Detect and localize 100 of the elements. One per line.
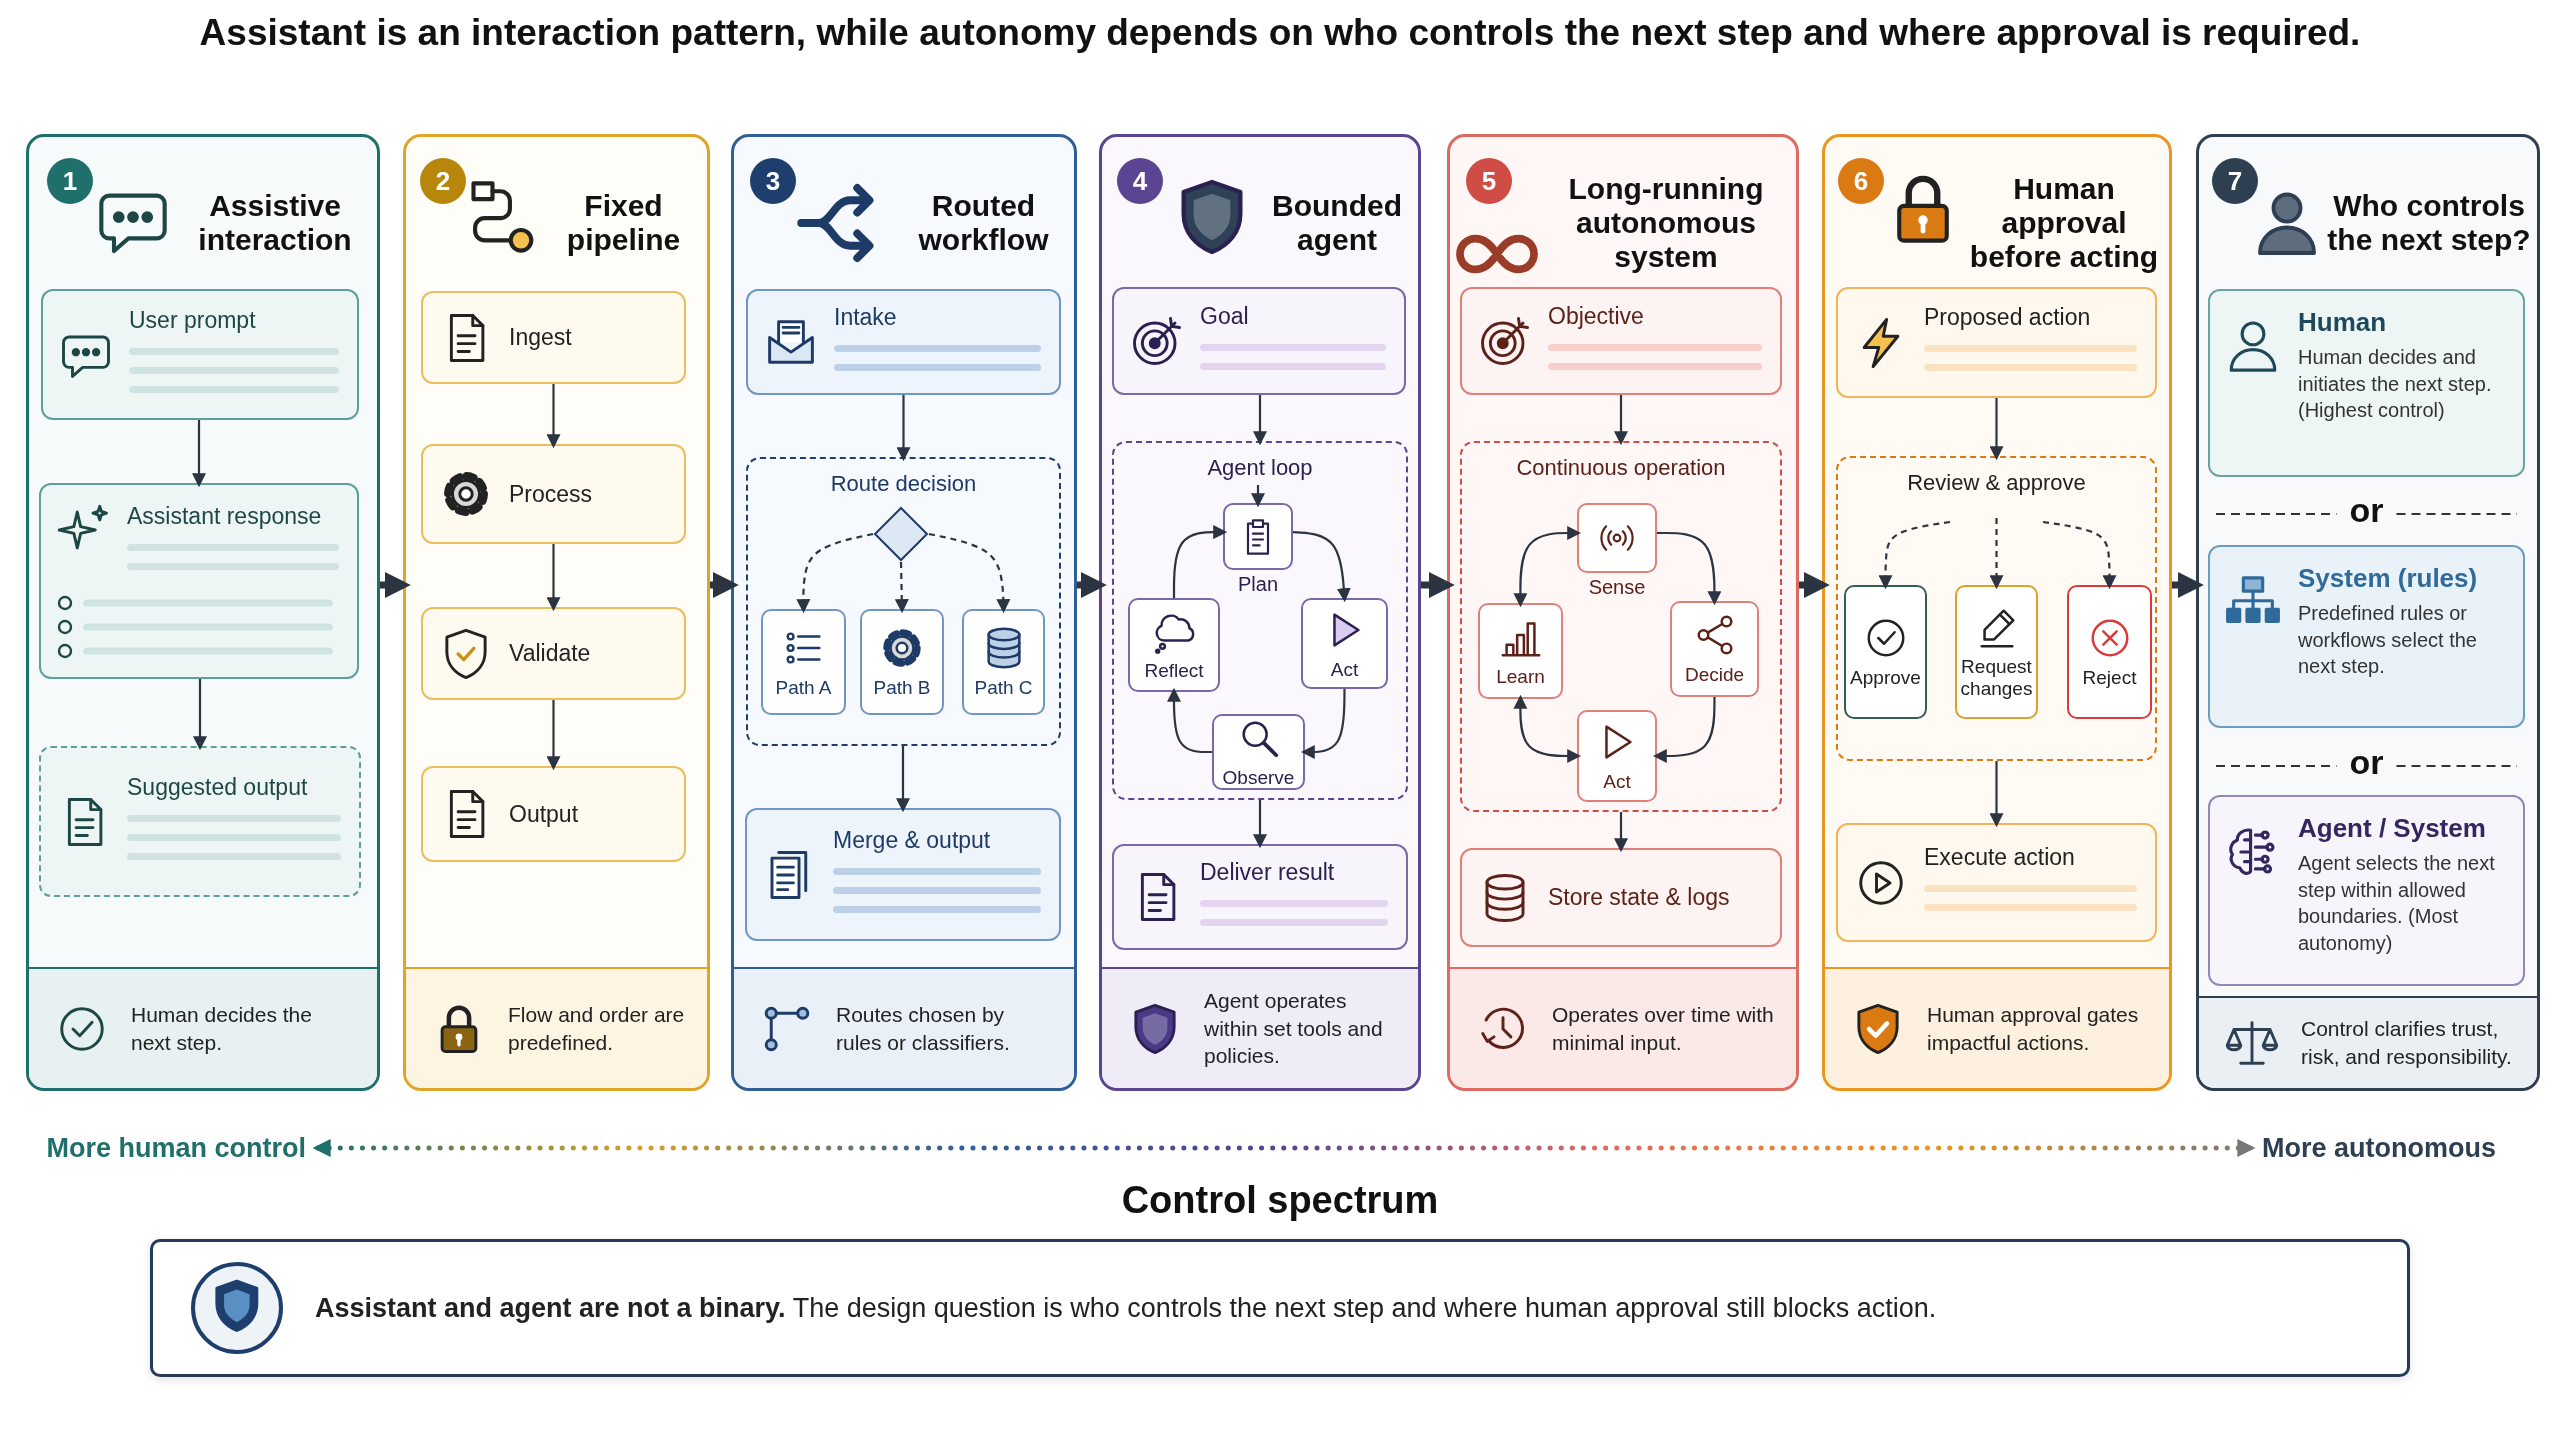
step-label: Plan [1238,573,1278,595]
flow-arrow [1421,572,1455,598]
step-label: Objective [1548,302,1645,330]
axis-end-label: More human control [46,1132,306,1164]
number-badge: 3 [750,158,796,204]
step-card [746,289,1061,395]
step-tile [1212,714,1305,790]
flow-arrow [2172,572,2204,598]
axis-title: Control spectrum [1121,1178,1439,1222]
arrow [192,420,206,488]
group-title: Route decision [830,471,977,496]
arrow [1300,689,1346,759]
flow-arrow [710,572,739,598]
footer-band [734,967,1074,1088]
column-panel [1447,134,1799,1091]
step-card [41,289,359,420]
step-card [421,444,686,544]
dashed-arrow [1878,520,1951,590]
number-badge: 5 [1466,158,1512,204]
step-label: Execute action [1924,844,2076,871]
number-badge: 7 [2212,158,2258,204]
column-panel [26,134,380,1091]
footer-band [29,967,377,1088]
arrow [193,679,207,751]
arrow [546,700,561,771]
step-label: Observe [1222,767,1295,789]
column-panel [731,134,1077,1091]
arrow [1989,761,2004,828]
step-card [1460,848,1782,947]
column-title: Long-running autonomous system [1567,172,1765,274]
arrow [1253,395,1267,446]
step-label: Suggested output [127,773,309,801]
step-label: Reject [2082,667,2137,689]
control-card [2208,289,2525,477]
footer-note: Human approval gates impactful actions. [1927,1001,2140,1056]
column-title: Bounded agent [1271,189,1403,257]
column-panel [1099,134,1421,1091]
arrow [1614,812,1628,853]
card-heading: Agent / System [2298,813,2487,844]
dashed-arrow [1989,518,2004,590]
step-tile [962,609,1045,715]
step-card [1460,287,1782,395]
column-title: Who controls the next step? [2327,189,2531,257]
step-card [421,291,686,384]
card-description: Predefined rules or workflows select the next step. [2298,601,2478,680]
dashed-arrow [928,532,1011,614]
step-label: Path C [974,677,1033,699]
step-label: Assistant response [127,503,323,530]
footer-note: Flow and order are predefined. [508,1001,685,1056]
step-label: Output [509,800,580,828]
step-tile [1301,598,1388,689]
group-title: Agent loop [1207,455,1313,480]
step-label: Act [1330,658,1359,681]
dashed-arrow [894,561,909,614]
footer-band [1825,967,2169,1088]
dashed-group [1836,456,2157,761]
dashed-arrow [796,532,874,614]
card-description: Human decides and initiates the next step. (Highest control) [2298,345,2493,424]
flow-arrow [380,572,411,598]
number-badge: 1 [47,158,93,204]
footer-band [1102,967,1418,1088]
step-tile [1955,585,2038,719]
group-title: Review & approve [1907,470,2086,495]
step-tile [860,609,944,715]
step-label: Intake [834,303,898,331]
step-label: Path A [775,677,832,699]
step-card [39,483,359,679]
arrow [1167,687,1212,754]
group-title: Continuous operation [1516,455,1726,480]
dashed-arrow [2042,520,2117,590]
column-title: Fixed pipeline [565,189,682,257]
dashed-group [1460,441,1782,812]
card-heading: System (rules) [2298,563,2479,594]
step-label: Deliver result [1200,858,1336,886]
arrow [546,384,561,449]
step-tile [2067,585,2152,719]
step-tile [761,609,846,715]
step-label: Merge & output [833,826,992,854]
arrow [896,746,910,813]
step-label: Act [1603,771,1631,793]
page-title: Assistant is an interaction pattern, while autonomy depends on who controls the next step and where approval is required. [199,12,2361,53]
arrow [1652,697,1716,763]
step-label: User prompt [129,306,257,334]
arrow [896,395,911,462]
column-title: Routed workflow [917,189,1050,257]
separator-word: or [2349,490,2384,530]
step-label: Learn [1496,666,1545,688]
footer-note: Human decides the next step. [131,1001,313,1056]
step-label: Approve [1850,667,1921,689]
number-badge: 2 [420,158,466,204]
step-tile [1577,710,1657,802]
footer-band [406,967,707,1088]
arrow [546,544,561,612]
step-card [1112,844,1408,950]
footer-band [1450,967,1796,1088]
flow-arrow [1077,572,1107,598]
number-badge: 4 [1117,158,1163,204]
footer-band [2199,996,2537,1088]
column-panel [403,134,710,1091]
arrow [1657,531,1722,606]
